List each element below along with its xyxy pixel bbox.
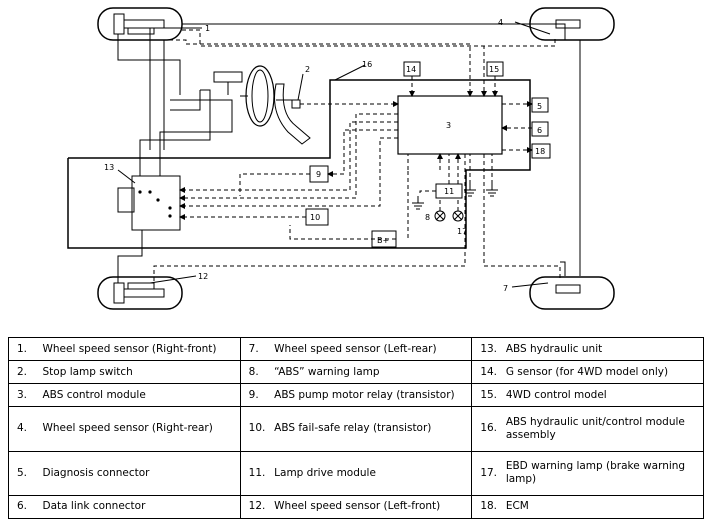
legend-description: Wheel speed sensor (Left-rear) [268,336,473,362]
brake-pedal [274,83,311,145]
legend-description: Diagnosis connector [36,450,241,496]
legend-number: 13. [471,336,500,362]
legend-number: 9. [239,383,269,408]
legend-number: 12. [239,494,269,520]
callout-2: 2 [305,65,310,74]
hydraulic-unit-13 [117,175,181,231]
legend-row: 1.Wheel speed sensor (Right-front)7.Whee… [8,336,704,362]
legend-number: 15. [471,383,500,408]
callout-11: 11 [444,187,454,196]
ground-symbols [412,184,498,210]
callout-5: 5 [537,102,542,111]
legend-number: 3. [8,383,37,408]
legend-number: 1. [8,336,37,362]
legend-number: 18. [471,494,500,520]
legend-number: 16. [471,406,500,452]
wheel-left-front [97,276,183,310]
legend-number: 8. [239,360,269,385]
callout-18: 18 [535,147,545,156]
legend-description: ABS hydraulic unit/control module assemb… [499,406,704,452]
callout-leaders [117,21,551,288]
legend-description: Wheel speed sensor (Left-front) [268,494,473,520]
wheel-left-rear [529,276,615,310]
callout-10: 10 [310,213,320,222]
legend-description: Wheel speed sensor (Right-rear) [36,406,241,452]
callout-12: 12 [198,272,208,281]
legend-description: ABS control module [36,383,241,408]
legend-row: 4.Wheel speed sensor (Right-rear)10.ABS … [8,406,704,452]
legend-description: Wheel speed sensor (Right-front) [36,336,241,362]
dashed-signal-lines [153,29,561,283]
legend-description: Data link connector [36,494,241,520]
wheel-right-front [97,7,183,41]
legend-description: “ABS” warning lamp [268,360,473,385]
callout-17: 17 [457,227,467,236]
callout-15: 15 [489,65,499,74]
abs-wiring-diagram: 1 2 3 4 5 6 7 8 9 10 11 12 13 14 15 16 1… [67,7,615,310]
ebd-warning-lamp [452,210,464,222]
legend-number: 7. [239,336,269,362]
assembly-16-outline [67,79,531,249]
legend-description: 4WD control model [499,383,704,408]
legend-number: 4. [8,406,37,452]
legend-table: 1.Wheel speed sensor (Right-front)7.Whee… [8,336,704,520]
legend-number: 11. [239,450,269,496]
legend-description: ABS pump motor relay (transistor) [268,383,473,408]
legend-description: EBD warning lamp (brake warning lamp) [499,450,704,496]
callout-1: 1 [205,24,210,33]
data-link-connector-box [531,121,549,137]
callout-4: 4 [498,18,503,27]
legend-number: 6. [8,494,37,520]
legend-description: ABS hydraulic unit [499,336,704,362]
callout-6: 6 [537,126,542,135]
callout-3: 3 [446,121,451,130]
callout-14: 14 [406,65,416,74]
legend-number: 10. [239,406,269,452]
legend-description: Stop lamp switch [36,360,241,385]
callout-16: 16 [362,60,372,69]
stop-lamp-switch [291,99,301,109]
legend-description: Lamp drive module [268,450,473,496]
battery-plus-label: B+ [377,236,389,245]
legend-description: ABS fail-safe relay (transistor) [268,406,473,452]
legend-description: ECM [499,494,704,520]
abs-warning-lamp [434,210,446,222]
solid-wiring [117,23,581,283]
legend-number: 5. [8,450,37,496]
callout-9: 9 [316,170,321,179]
callout-7: 7 [503,284,508,293]
brake-booster [240,65,275,127]
legend-number: 2. [8,360,37,385]
legend-number: 14. [471,360,500,385]
legend-description: G sensor (for 4WD model only) [499,360,704,385]
callout-13: 13 [104,163,114,172]
callout-8: 8 [425,213,430,222]
legend-number: 17. [471,450,500,496]
